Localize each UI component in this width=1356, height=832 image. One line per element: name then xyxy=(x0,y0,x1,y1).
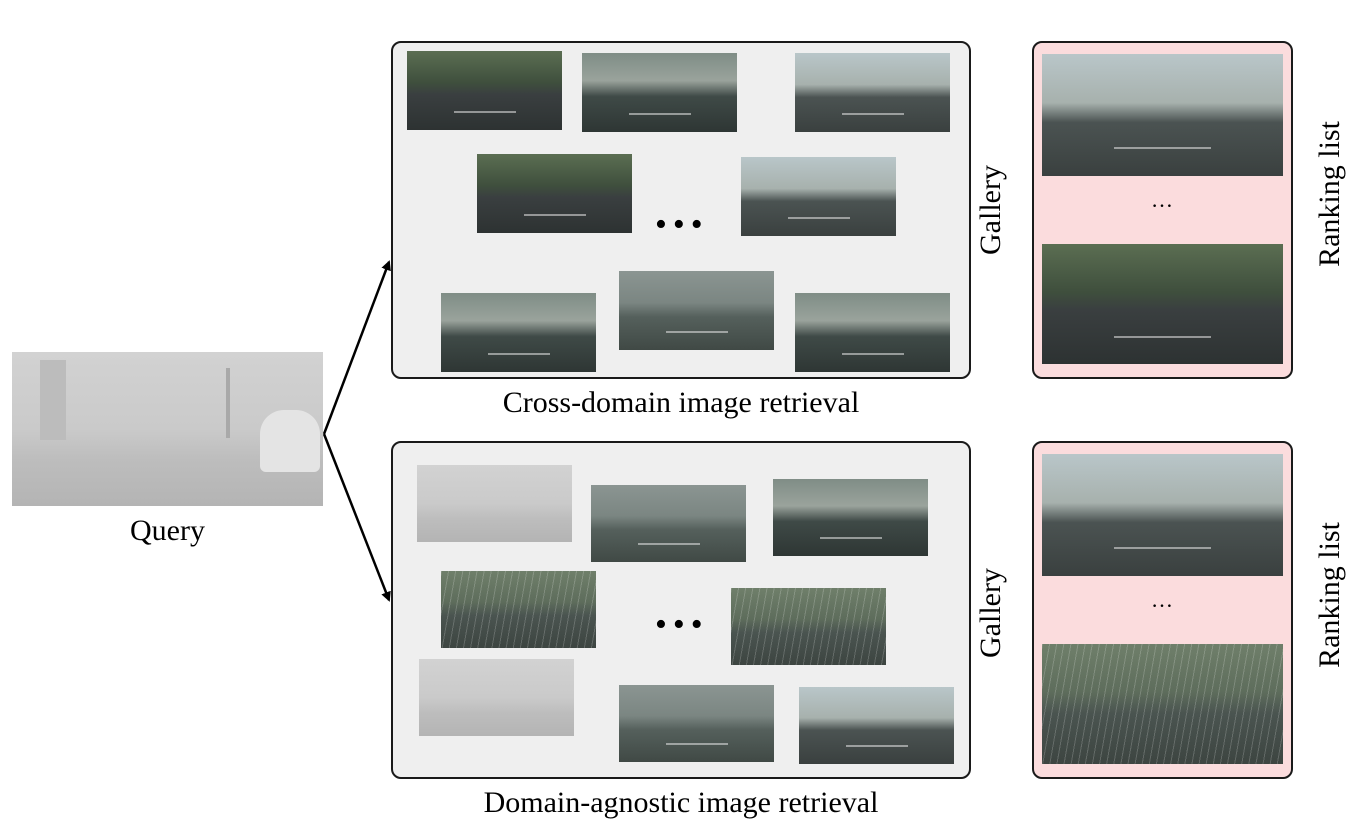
gallery-image xyxy=(619,685,774,762)
gallery-image xyxy=(591,485,746,562)
gallery-image xyxy=(795,293,950,372)
gallery-image xyxy=(741,157,896,236)
gallery-image xyxy=(799,687,954,764)
gallery-image xyxy=(407,51,562,130)
ranking-ellipsis: … xyxy=(1151,587,1173,612)
gallery-label: Gallery xyxy=(974,568,1007,658)
cross-domain-caption: Cross-domain image retrieval xyxy=(502,386,860,419)
ranking-label: Ranking list xyxy=(1313,121,1346,267)
gallery-image xyxy=(441,571,596,648)
ranking-image xyxy=(1042,244,1283,364)
ranking-ellipsis: … xyxy=(1151,187,1173,212)
domain-agnostic-gallery: ••• xyxy=(391,441,971,779)
gallery-image xyxy=(773,479,928,556)
query-image xyxy=(12,352,323,506)
gallery-image xyxy=(731,588,886,665)
ranking-image xyxy=(1042,644,1283,764)
gallery-image xyxy=(619,271,774,350)
cross-domain-ranking-list: … xyxy=(1032,41,1293,379)
ranking-label: Ranking list xyxy=(1313,522,1346,668)
arrow-to-cross-domain xyxy=(322,260,391,435)
gallery-image xyxy=(795,53,950,132)
ranking-image xyxy=(1042,54,1283,176)
domain-agnostic-caption: Domain-agnostic image retrieval xyxy=(483,786,879,819)
gallery-image xyxy=(419,659,574,736)
arrow-to-domain-agnostic xyxy=(322,433,391,602)
domain-agnostic-ranking-list: … xyxy=(1032,441,1293,779)
gallery-image xyxy=(417,465,572,542)
gallery-image xyxy=(441,293,596,372)
cross-domain-gallery: ••• xyxy=(391,41,971,379)
gallery-ellipsis: ••• xyxy=(655,206,709,243)
gallery-label: Gallery xyxy=(974,165,1007,255)
gallery-image xyxy=(582,53,737,132)
query-caption: Query xyxy=(130,514,205,547)
ranking-image xyxy=(1042,454,1283,576)
gallery-ellipsis: ••• xyxy=(655,606,709,643)
gallery-image xyxy=(477,154,632,233)
